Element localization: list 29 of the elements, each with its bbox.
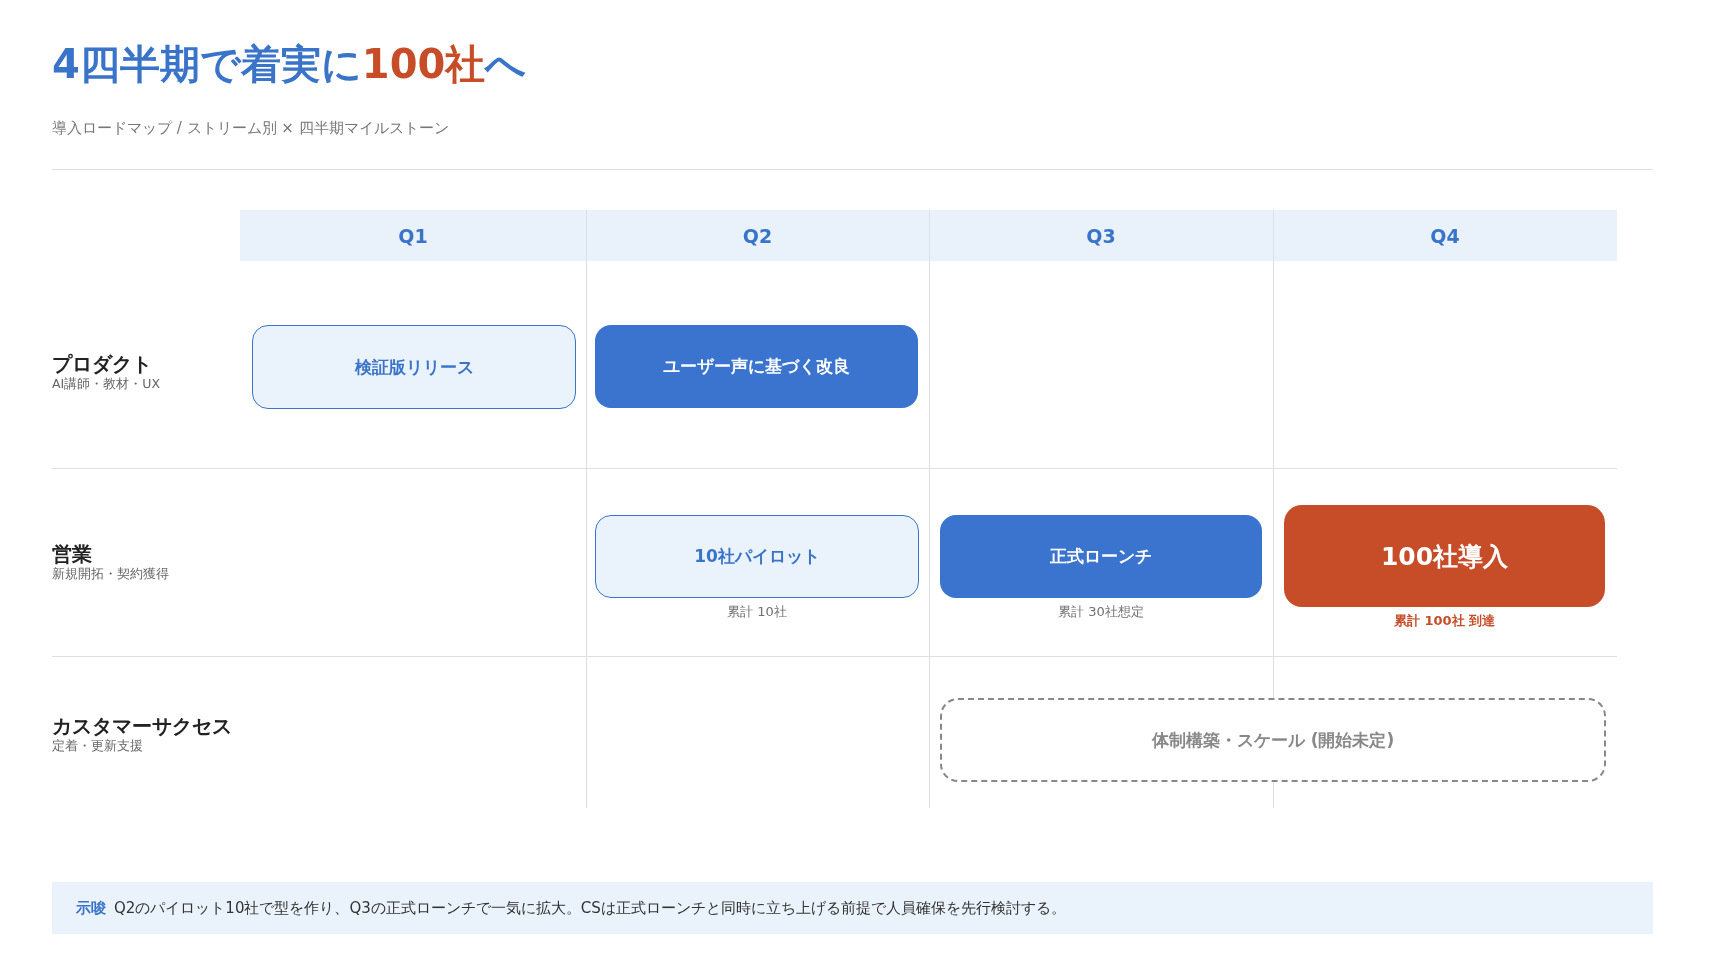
milestone-box	[595, 325, 918, 408]
milestone-label: 10社パイロット	[694, 545, 820, 568]
milestone-caption: 累計 30社想定	[1058, 603, 1144, 621]
milestone-label: 正式ローンチ	[1050, 545, 1152, 568]
milestone-label: 検証版リリース	[354, 355, 474, 379]
note-text: Q2のパイロット10社で型を作り、Q3の正式ローンチで一気に拡大。CSは正式ローンチと同時に立ち上げる前提で人員確保を先行検討する。	[114, 898, 1066, 918]
milestone-caption: 累計 100社 到達	[1393, 612, 1496, 630]
milestone-box	[252, 325, 576, 409]
column-heading: Q2	[742, 224, 773, 247]
dashed-milestone-box	[940, 698, 1606, 782]
row-heading: 営業	[52, 542, 92, 566]
row-subheading: 新規開拓・契約獲得	[52, 566, 169, 581]
milestone-label: 100社導入	[1380, 540, 1509, 573]
row-subheading: AI講師・教材・UX	[52, 376, 160, 391]
milestone-caption: 累計 10社	[727, 603, 787, 621]
column-heading: Q3	[1086, 224, 1116, 247]
milestone-label: ユーザー声に基づく改良	[663, 355, 850, 378]
row-heading: カスタマーサクセス	[52, 714, 232, 738]
note-heading: 示唆	[76, 898, 106, 918]
row-heading: プロダクト	[52, 352, 152, 376]
milestone-box	[940, 515, 1262, 598]
column-heading: Q1	[398, 224, 428, 247]
subtitle: 導入ロードマップ / ストリーム別 × 四半期マイルストーン	[52, 119, 449, 139]
milestone-box	[595, 515, 919, 598]
title: 4四半期で着実に100社へ	[52, 40, 527, 88]
column-heading: Q4	[1430, 224, 1460, 247]
row-subheading: 定着・更新支援	[52, 738, 143, 753]
milestone-label: 体制構築・スケール (開始未定)	[1151, 728, 1395, 752]
goal-box	[1284, 505, 1605, 607]
